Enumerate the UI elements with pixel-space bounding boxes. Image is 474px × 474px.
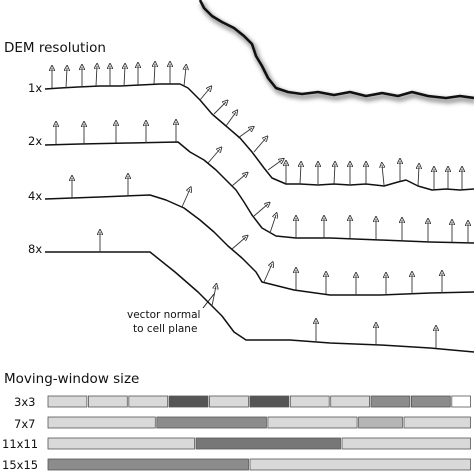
dem-row-label-1x: 1x — [28, 81, 42, 95]
normal-vector-arrow — [199, 88, 210, 101]
window-bar-segment — [47, 395, 88, 408]
window-bar-segment — [47, 437, 195, 450]
annotation-line-1: vector normal — [127, 309, 200, 321]
normal-vector-arrow — [207, 149, 220, 164]
normal-vector-arrow — [269, 215, 276, 234]
dem-profile-line — [44, 83, 474, 191]
moving-window-title: Moving-window size — [4, 371, 139, 387]
window-bar-segment — [330, 395, 371, 408]
annotation-line-2: to cell plane — [133, 323, 197, 335]
normal-vectors — [52, 64, 468, 348]
normal-vector-arrow — [231, 174, 246, 187]
window-bar-segment — [249, 395, 290, 408]
normal-vector-arrow — [181, 189, 190, 208]
dem-profile-line — [44, 194, 474, 296]
dem-row-label-2x: 2x — [28, 134, 42, 148]
normal-vector-arrow — [211, 286, 216, 307]
normal-vector-arrow — [154, 64, 155, 85]
normal-vector-arrow — [253, 138, 266, 153]
window-bar-segment — [168, 395, 209, 408]
window-bar-segment — [128, 395, 169, 408]
annotation-leader — [202, 293, 215, 309]
window-bar-segment — [403, 416, 471, 429]
normal-vector-arrow — [334, 164, 335, 185]
normal-vector-arrow — [300, 164, 301, 185]
dem-row-label-4x: 4x — [28, 189, 42, 203]
normal-vector-arrow — [263, 264, 272, 283]
dem-resolution-title: DEM resolution — [4, 40, 106, 56]
window-bar-segment — [47, 458, 249, 471]
window-bar-segment — [195, 437, 341, 450]
window-bar-segment — [289, 395, 330, 408]
normal-vector-arrow — [96, 66, 97, 87]
window-bar-segment — [47, 416, 156, 429]
normal-vector-arrow — [225, 112, 236, 127]
terrain-profile — [198, 0, 474, 104]
normal-vector-arrow — [124, 66, 125, 87]
window-bar-segment — [209, 395, 249, 408]
window-bar-segment — [451, 395, 471, 408]
window-bar-segment — [249, 458, 471, 471]
window-bar-segment — [341, 437, 471, 450]
window-bar-segment — [156, 416, 267, 429]
normal-vector-arrow — [382, 165, 384, 186]
dem-profiles — [44, 83, 474, 353]
window-row-label-11x11: 11x11 — [2, 437, 38, 451]
window-row-label-7x7: 7x7 — [14, 417, 35, 431]
normal-vector-arrow — [237, 128, 252, 139]
normal-vector-arrow — [267, 160, 282, 171]
normal-vector-arrow — [418, 166, 419, 187]
window-bar-segment — [267, 416, 358, 429]
normal-vector-arrow — [66, 68, 67, 89]
normal-vector-arrow — [253, 204, 268, 217]
window-bar-segment — [370, 395, 411, 408]
normal-vector-arrow — [184, 67, 186, 87]
dem-profile-line — [44, 141, 474, 244]
window-row-label-3x3: 3x3 — [14, 395, 35, 409]
dem-row-label-8x: 8x — [28, 242, 42, 256]
dem-profile-line — [45, 251, 474, 353]
window-row-label-15x15: 15x15 — [2, 458, 38, 472]
window-bar-segment — [410, 395, 451, 408]
window-bars — [47, 395, 471, 471]
normal-vector-arrow — [213, 102, 226, 115]
normal-vector-arrow — [231, 237, 246, 250]
window-bar-segment — [88, 395, 128, 408]
window-bar-segment — [358, 416, 403, 429]
